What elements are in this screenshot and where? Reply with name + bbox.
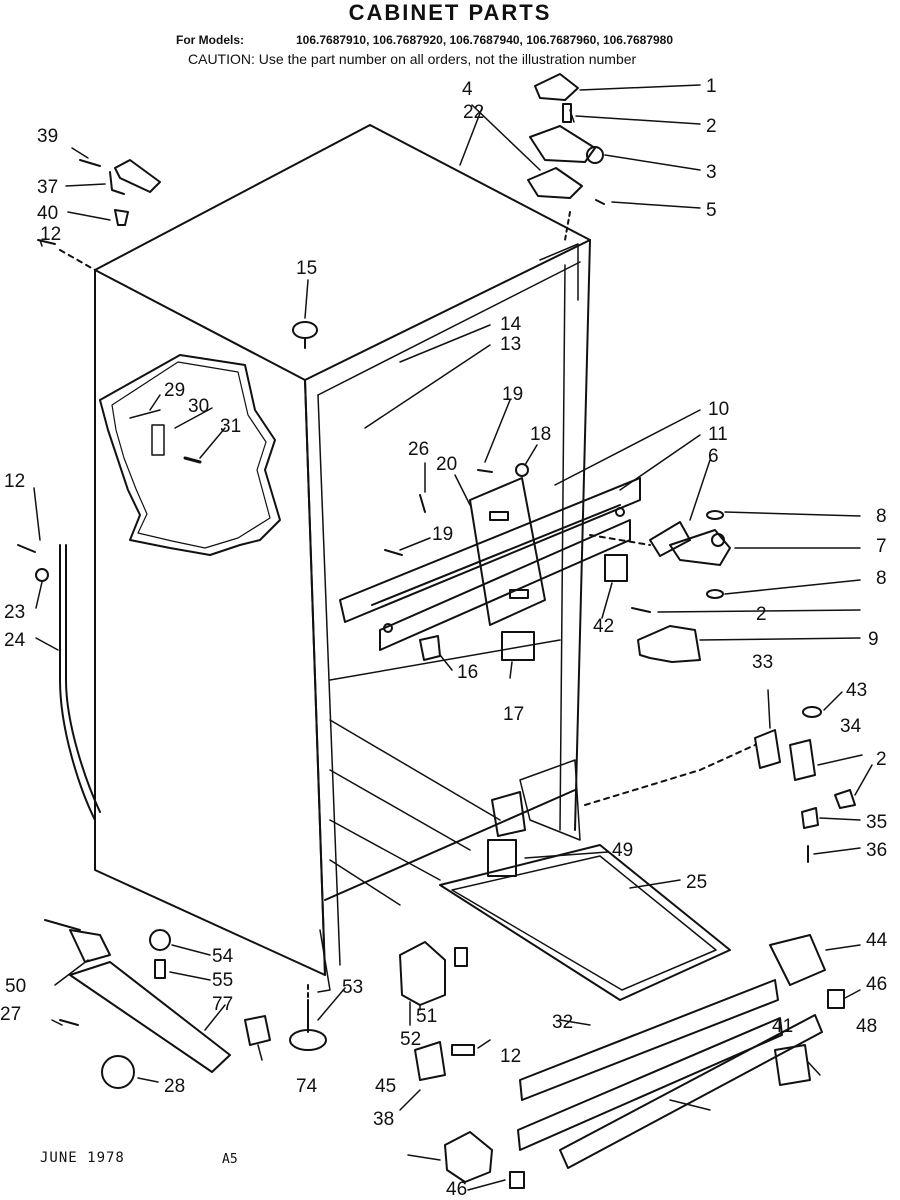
callout-19-2: 19 — [432, 524, 453, 545]
callout-2: 2 — [706, 116, 717, 137]
callout-38: 38 — [373, 1109, 394, 1130]
page-title: CABINET PARTS — [348, 0, 552, 25]
callout-34: 34 — [840, 716, 862, 737]
callout-15: 15 — [296, 258, 317, 279]
cabinet-shell — [94, 124, 591, 993]
callout-17: 17 — [503, 704, 524, 725]
callout-12: 12 — [40, 224, 61, 245]
callout-13: 13 — [500, 334, 521, 355]
base-front-parts — [44, 919, 327, 1089]
callout-54: 54 — [212, 946, 234, 967]
callout-49: 49 — [612, 840, 633, 861]
callout-16: 16 — [457, 662, 478, 683]
callout-6: 6 — [708, 446, 719, 467]
drain-pan — [439, 844, 731, 1001]
callout-22: 22 — [463, 102, 484, 123]
callout-44: 44 — [866, 930, 888, 951]
door-rails — [339, 477, 641, 651]
callout-18: 18 — [530, 424, 551, 445]
small-fasteners — [384, 463, 628, 661]
header: CABINET PARTS For Models: 106.7687910, 1… — [0, 0, 900, 70]
caution-note: CAUTION: Use the part number on all orde… — [188, 51, 637, 67]
callout-30: 30 — [188, 396, 209, 417]
callout-24: 24 — [4, 630, 26, 651]
leader-lines — [33, 84, 873, 1191]
callout-29: 29 — [164, 380, 185, 401]
callout-77: 77 — [212, 994, 233, 1015]
callout-37: 37 — [37, 177, 58, 198]
callout-39: 39 — [37, 126, 58, 147]
bracket-20 — [469, 477, 546, 626]
callout-26: 26 — [408, 439, 429, 460]
callout-12-2: 12 — [4, 471, 25, 492]
callout-19: 19 — [502, 384, 523, 405]
callout-7: 7 — [876, 536, 887, 557]
callout-53: 53 — [342, 977, 363, 998]
callout-8: 8 — [876, 506, 887, 527]
callout-46: 46 — [866, 974, 887, 995]
callout-9: 9 — [868, 629, 879, 650]
callout-36: 36 — [866, 840, 887, 861]
models-label: For Models: — [176, 33, 244, 47]
callout-23: 23 — [4, 602, 25, 623]
callout-5: 5 — [706, 200, 717, 221]
footer-code: A5 — [222, 1152, 238, 1167]
callout-2-2: 2 — [756, 604, 767, 625]
callout-27: 27 — [0, 1004, 21, 1025]
model-numbers: 106.7687910, 106.7687920, 106.7687940, 1… — [296, 33, 674, 47]
callout-55: 55 — [212, 970, 233, 991]
right-corner-parts — [769, 934, 845, 1086]
callout-32: 32 — [552, 1012, 573, 1033]
callout-51: 51 — [416, 1006, 437, 1027]
callout-45: 45 — [375, 1076, 396, 1097]
callout-35: 35 — [866, 812, 887, 833]
callout-8-2: 8 — [876, 568, 887, 589]
callout-40: 40 — [37, 203, 58, 224]
callout-74: 74 — [296, 1076, 318, 1097]
callout-31: 31 — [220, 416, 241, 437]
footer-date: JUNE 1978 — [40, 1150, 125, 1166]
callout-4: 4 — [462, 79, 473, 100]
callout-43: 43 — [846, 680, 867, 701]
callout-20: 20 — [436, 454, 457, 475]
callout-50: 50 — [5, 976, 26, 997]
base-middle-parts — [399, 941, 525, 1189]
callout-12-3: 12 — [500, 1046, 521, 1067]
callout-41: 41 — [772, 1016, 793, 1037]
callout-14: 14 — [500, 314, 522, 335]
top-hinge-assembly — [527, 73, 605, 241]
callout-33: 33 — [752, 652, 773, 673]
callout-46-2: 46 — [446, 1179, 467, 1200]
top-cap — [292, 321, 318, 349]
callout-42: 42 — [593, 616, 614, 637]
cutaway-section — [99, 354, 281, 556]
callout-1: 1 — [706, 76, 717, 97]
callout-25: 25 — [686, 872, 707, 893]
callout-2-3: 2 — [876, 749, 887, 770]
lower-hinge-assembly — [584, 706, 856, 863]
drain-tube — [17, 544, 101, 821]
center-hinge-assembly — [589, 510, 731, 663]
callout-3: 3 — [706, 162, 717, 183]
callout-52: 52 — [400, 1029, 421, 1050]
base-rails — [517, 979, 823, 1169]
bracket-49 — [487, 791, 526, 877]
callout-28: 28 — [164, 1076, 185, 1097]
callout-48: 48 — [856, 1016, 877, 1037]
callout-labels: 1222345678891011121212131415161718191920… — [0, 76, 888, 1200]
callout-11: 11 — [708, 424, 728, 445]
callout-10: 10 — [708, 399, 729, 420]
